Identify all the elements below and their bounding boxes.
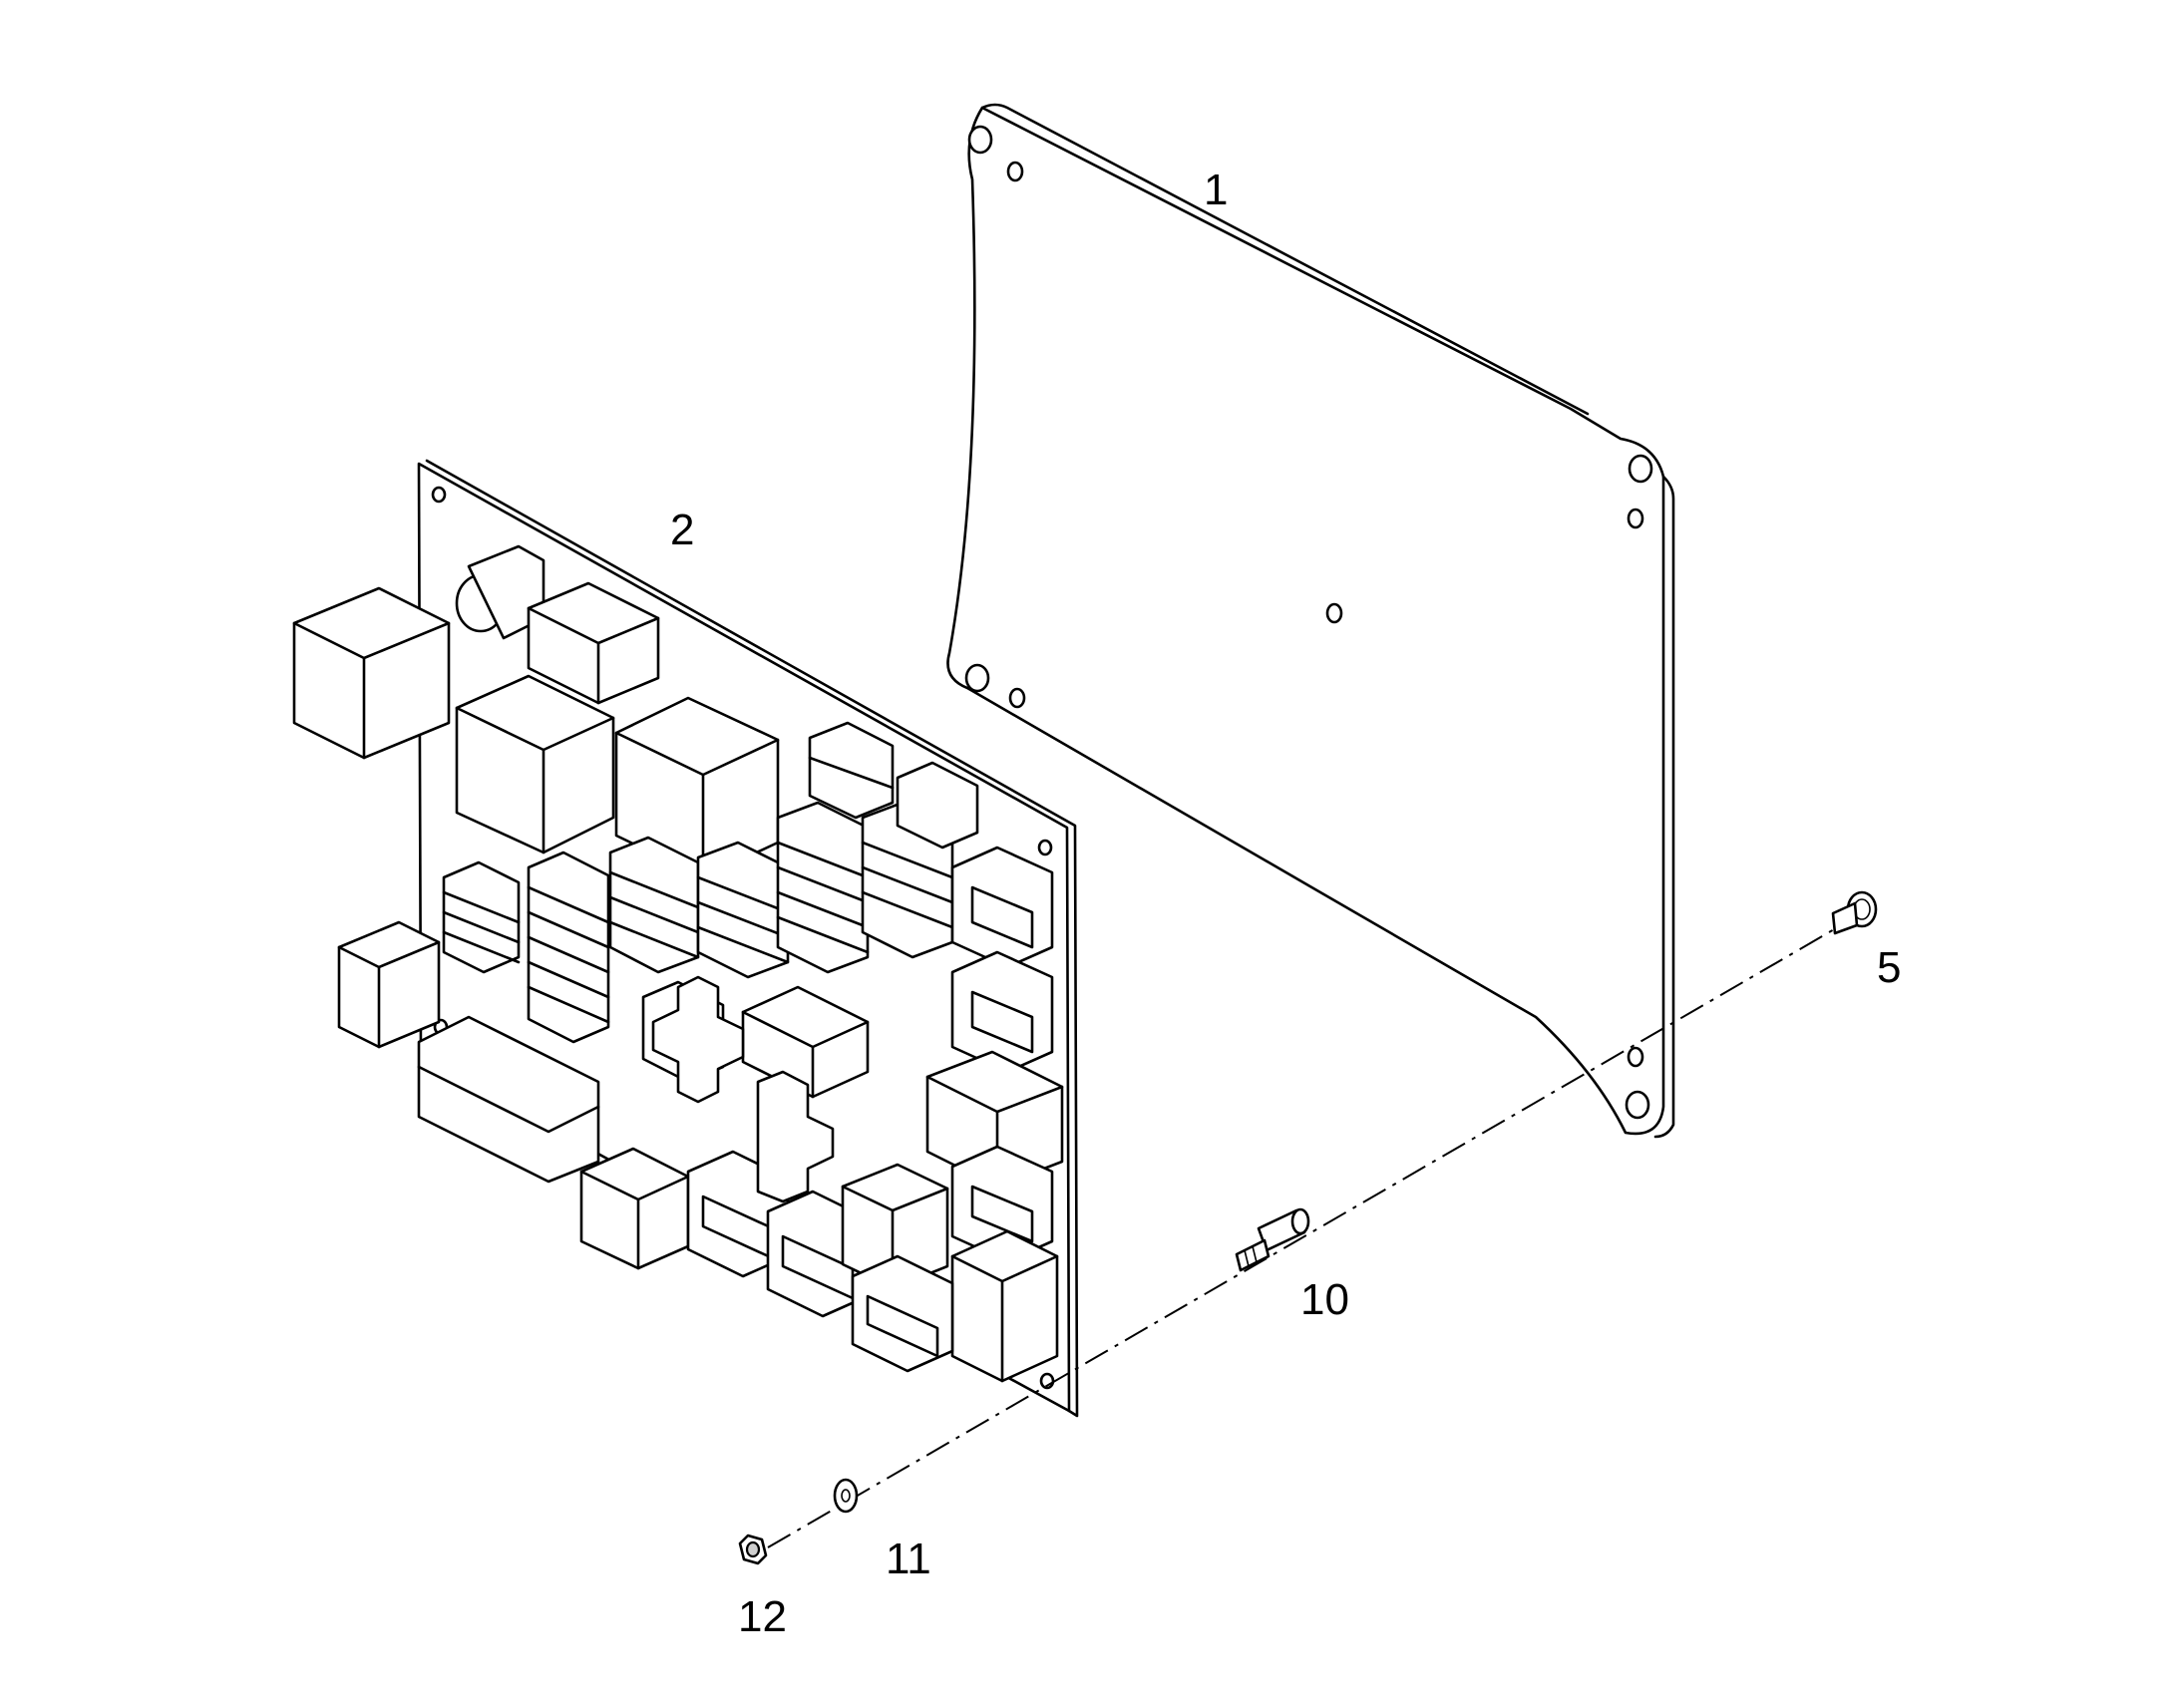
callout-12: 12: [738, 1592, 787, 1641]
nut-icon: [738, 1534, 768, 1565]
mounting-plate-icon: [946, 103, 1675, 1139]
standoff-icon: [1235, 1207, 1310, 1272]
callout-10: 10: [1300, 1275, 1349, 1324]
callout-5: 5: [1877, 943, 1901, 992]
washer-icon: [833, 1478, 859, 1514]
assembly-centerline: [767, 916, 1856, 1548]
callout-1: 1: [1204, 166, 1228, 214]
screw-icon: [1831, 890, 1878, 935]
circuit-board-icon: [292, 459, 1079, 1418]
callout-11: 11: [886, 1535, 931, 1583]
callout-2: 2: [670, 506, 694, 554]
